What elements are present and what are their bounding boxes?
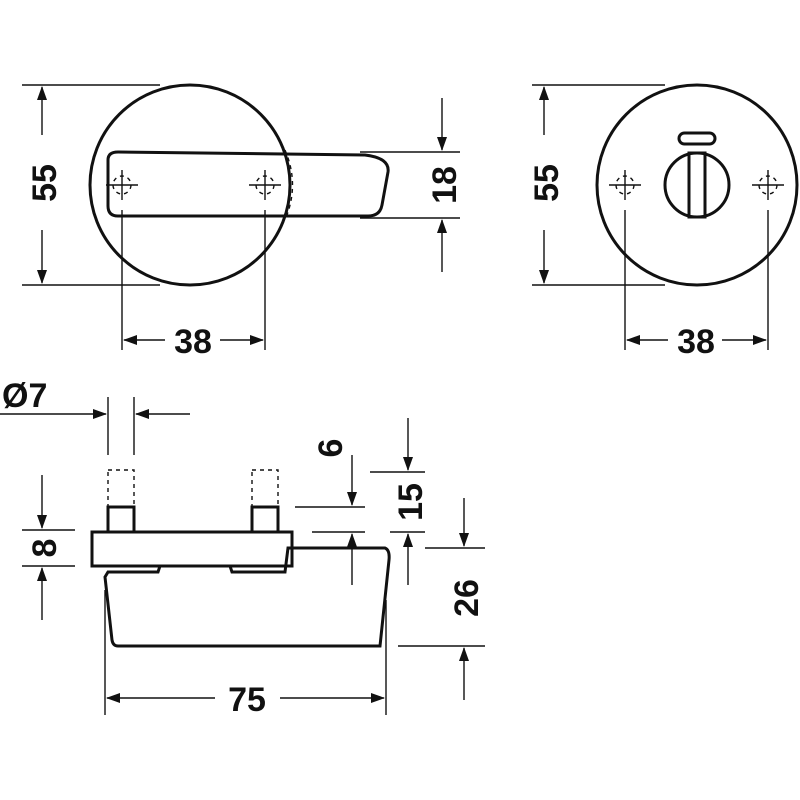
pin-right-hidden (251, 469, 279, 508)
indicator-window (677, 131, 717, 146)
front-spacing-label: 38 (174, 323, 212, 361)
turn-knob (663, 151, 731, 219)
pin-diameter-label: Ø7 (2, 377, 47, 415)
screw-hole-icon (249, 170, 281, 200)
pin-top-label: 6 (312, 439, 350, 458)
pin-left (106, 505, 136, 534)
base-plate (90, 530, 294, 568)
front-height-label: 55 (26, 164, 64, 202)
screw-hole-icon (609, 170, 641, 200)
pin-right (250, 505, 280, 534)
lever-depth-label: 26 (448, 579, 486, 617)
pin-left-hidden (107, 469, 135, 508)
lever-body (103, 546, 391, 648)
rear-view: 55 38 (528, 83, 799, 361)
rear-spacing-label: 38 (677, 323, 715, 361)
rear-height-label: 55 (528, 164, 566, 202)
lever-hub-hidden (284, 149, 294, 221)
screw-hole-icon (752, 170, 784, 200)
screw-hole-icon (106, 170, 138, 200)
side-view: Ø7 8 6 15 26 75 (0, 377, 486, 719)
front-rosette (88, 83, 292, 287)
lever-height-label: 18 (426, 166, 464, 204)
lever-handle (106, 150, 390, 218)
turn-slot (687, 151, 707, 219)
base-plate-label: 8 (26, 539, 64, 558)
total-height-label: 15 (392, 483, 430, 521)
front-view: 55 38 18 (22, 83, 464, 361)
rear-rosette (595, 83, 799, 287)
width-label: 75 (228, 681, 266, 719)
